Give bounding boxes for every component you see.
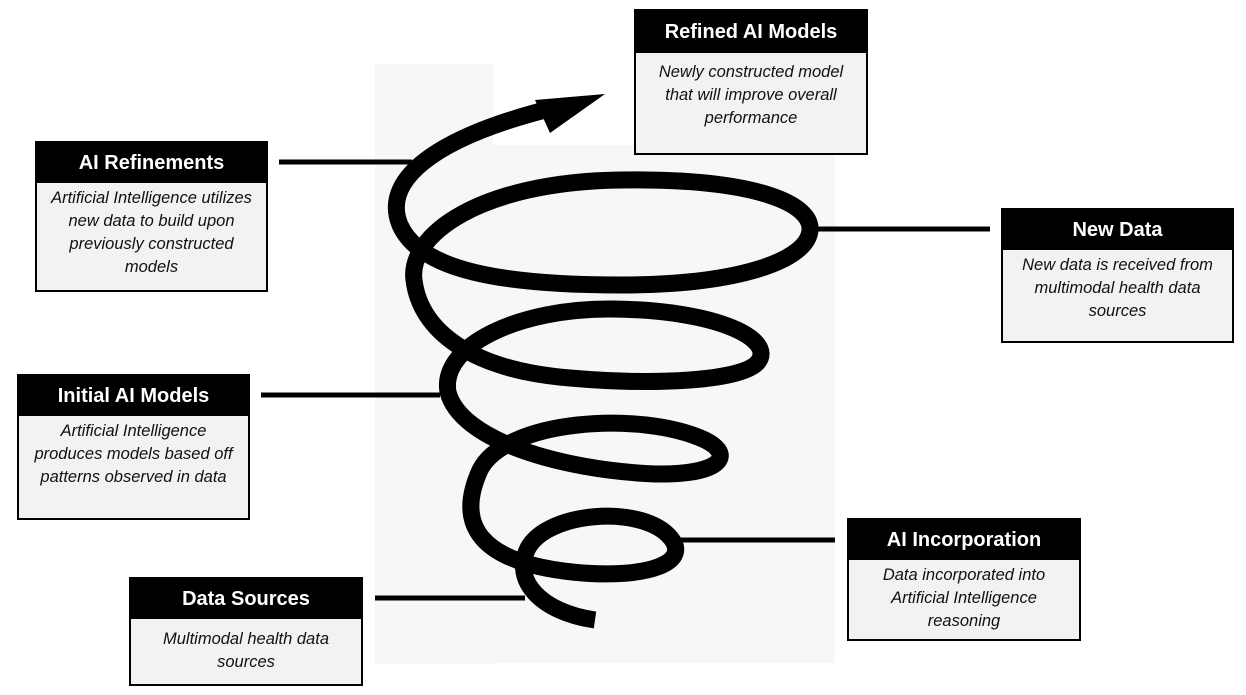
card-title: Data Sources <box>131 579 361 619</box>
card-ai-incorporation: AI Incorporation Data incorporated into … <box>847 518 1081 641</box>
card-title: Refined AI Models <box>636 11 866 53</box>
card-title: Initial AI Models <box>19 376 248 416</box>
card-title: AI Refinements <box>37 143 266 183</box>
arrowhead-icon <box>535 94 605 133</box>
spiral-path <box>387 101 819 629</box>
card-title: New Data <box>1003 210 1232 250</box>
card-new-data: New Data New data is received from multi… <box>1001 208 1234 343</box>
card-initial-ai-models: Initial AI Models Artificial Intelligenc… <box>17 374 250 520</box>
card-ai-refinements: AI Refinements Artificial Intelligence u… <box>35 141 268 292</box>
card-description: New data is received from multimodal hea… <box>1022 256 1213 320</box>
card-refined-ai-models: Refined AI Models Newly constructed mode… <box>634 9 868 155</box>
card-title: AI Incorporation <box>849 520 1079 560</box>
card-description: Data incorporated into Artificial Intell… <box>882 566 1046 630</box>
card-description: Newly constructed model that will improv… <box>658 63 844 127</box>
card-description: Artificial Intelligence produces models … <box>34 422 233 486</box>
card-data-sources: Data Sources Multimodal health data sour… <box>129 577 363 686</box>
card-description: Artificial Intelligence utilizes new dat… <box>51 189 252 276</box>
card-description: Multimodal health data sources <box>162 630 329 671</box>
